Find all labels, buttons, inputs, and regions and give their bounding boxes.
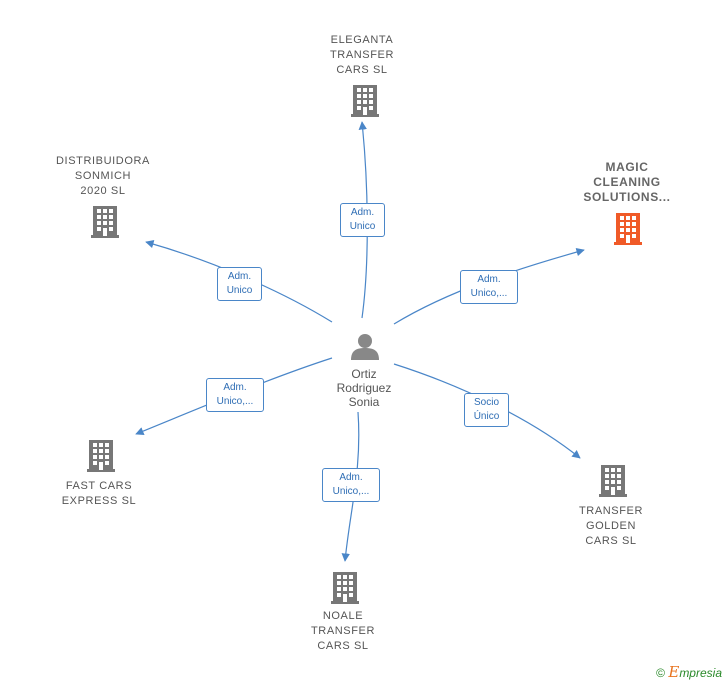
company-label-magic[interactable]: MAGIC CLEANING SOLUTIONS... <box>583 160 671 204</box>
building-icon[interactable] <box>351 85 379 117</box>
person-icon[interactable] <box>351 334 379 360</box>
building-icon[interactable] <box>87 440 115 472</box>
brand-logo-initial: E <box>668 663 680 681</box>
edge-label-magic: Adm. Unico,... <box>460 270 518 304</box>
brand-footer[interactable]: © Empresia <box>656 663 722 681</box>
company-label-fastcars[interactable]: FAST CARS EXPRESS SL <box>61 480 137 507</box>
edge-label-distribuidora: Adm. Unico <box>217 267 262 301</box>
company-label-eleganta[interactable]: ELEGANTA TRANSFER CARS SL <box>329 34 395 76</box>
company-label-transfergolden[interactable]: TRANSFER GOLDEN CARS SL <box>578 505 644 547</box>
edge-label-noale: Adm. Unico,... <box>322 468 380 502</box>
edge-label-eleganta: Adm. Unico <box>340 203 385 237</box>
company-label-distribuidora[interactable]: DISTRIBUIDORA SONMICH 2020 SL <box>56 155 150 197</box>
building-icon[interactable] <box>331 572 359 604</box>
brand-logo-text: mpresia <box>679 666 722 680</box>
building-icon[interactable] <box>599 465 627 497</box>
building-icon[interactable] <box>91 206 119 238</box>
copyright-icon: © <box>656 666 666 680</box>
edge-label-fastcars: Adm. Unico,... <box>206 378 264 412</box>
company-label-noale[interactable]: NOALE TRANSFER CARS SL <box>310 610 376 652</box>
building-icon[interactable] <box>614 213 642 245</box>
person-name[interactable]: Ortiz Rodriguez Sonia <box>336 367 392 409</box>
edge-label-transfergolden: Socio Único <box>464 393 509 427</box>
